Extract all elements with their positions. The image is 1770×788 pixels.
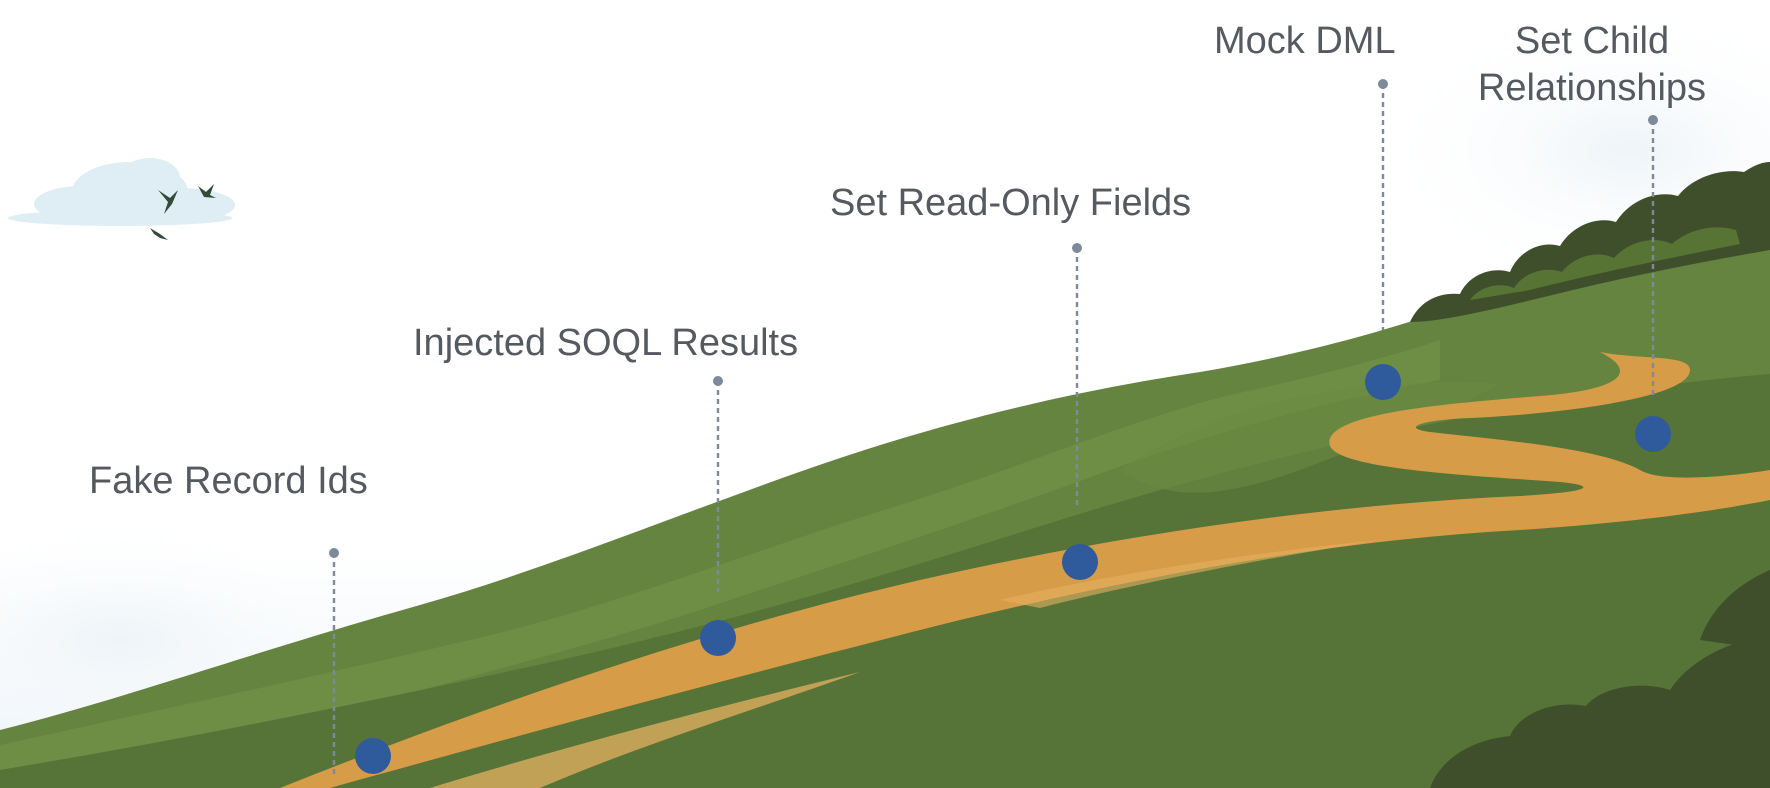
marker-child-relationships xyxy=(1635,416,1671,452)
label-set-read-only-fields: Set Read-Only Fields xyxy=(830,182,1192,224)
label-fake-record-ids: Fake Record Ids xyxy=(89,460,368,502)
label-mock-dml: Mock DML xyxy=(1214,20,1396,62)
marker-injected-soql xyxy=(700,620,736,656)
tree-cluster xyxy=(1410,162,1770,322)
bush-cluster xyxy=(1430,636,1770,788)
milestone-connectors xyxy=(332,84,1655,775)
hill-ridge-light xyxy=(0,340,1440,788)
bush-cluster-right xyxy=(1700,570,1770,650)
label-set-child-line-1: Set Child xyxy=(1514,20,1670,62)
hill-texture xyxy=(1120,382,1500,493)
cloud-icon xyxy=(8,158,235,226)
trail-path xyxy=(280,352,1770,788)
connector-end-dots xyxy=(329,79,1658,558)
label-set-child-line-2: Relationships xyxy=(1477,67,1707,109)
label-set-child-relationships: Set Child Relationships xyxy=(1478,18,1706,112)
trail-highlight-2 xyxy=(1000,540,1380,608)
milestone-markers xyxy=(355,364,1671,774)
trail-highlight xyxy=(430,672,860,788)
marker-mock-dml xyxy=(1365,364,1401,400)
front-hill xyxy=(0,374,1770,788)
tree-highlights xyxy=(1470,227,1740,300)
label-injected-soql-results: Injected SOQL Results xyxy=(413,322,799,364)
birds-icon xyxy=(150,184,216,240)
marker-read-only-fields xyxy=(1062,544,1098,580)
marker-fake-record-ids xyxy=(355,738,391,774)
